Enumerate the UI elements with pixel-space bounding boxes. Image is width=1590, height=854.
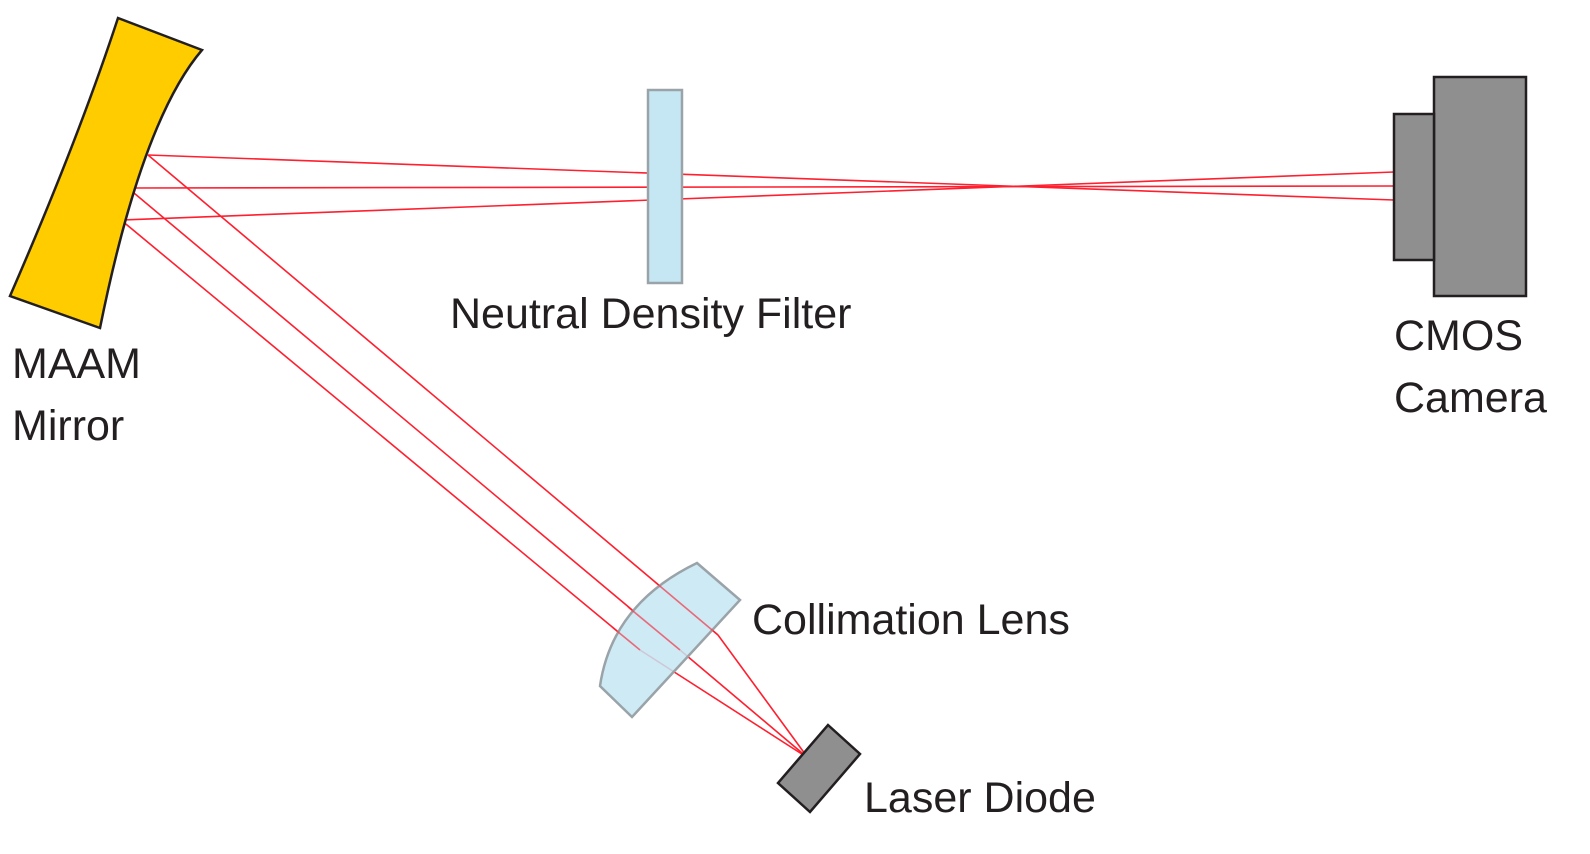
mirror-label-line2: Mirror: [12, 402, 124, 450]
beams-through-lens: [611, 581, 719, 651]
beam-diode-to-lens-upper: [717, 634, 809, 759]
beam-through-lens-lower: [611, 626, 641, 651]
maam-mirror-shape: [8, 16, 205, 330]
camera-label-line2: Camera: [1394, 374, 1547, 422]
beam-mirror-to-camera-upper: [147, 154, 1395, 201]
cmos-camera-shape: [1392, 75, 1528, 298]
lens-label: Collimation Lens: [752, 596, 1070, 644]
mirror-label-line1: MAAM: [12, 340, 141, 388]
laser-beams: [120, 154, 1395, 759]
beam-through-lens-upper: [654, 581, 719, 636]
laser-label: Laser Diode: [864, 774, 1096, 822]
beam-through-lens-center: [627, 606, 681, 651]
beam-lens-to-mirror-lower: [120, 219, 641, 651]
beam-mirror-to-camera-center: [127, 185, 1395, 189]
beam-lens-to-mirror-upper: [147, 154, 719, 636]
beam-diode-to-lens-center: [679, 649, 809, 759]
beam-mirror-to-camera-lower: [120, 171, 1395, 221]
collimation-lens-shape: [598, 561, 742, 719]
laser-diode-shape: [776, 723, 862, 814]
neutral-density-filter-shape: [646, 88, 684, 285]
camera-body: [1432, 75, 1528, 298]
beam-lens-to-mirror-center: [127, 187, 681, 651]
camera-sensor-mount: [1392, 112, 1436, 262]
camera-label-line1: CMOS: [1394, 312, 1523, 360]
filter-label: Neutral Density Filter: [450, 290, 851, 338]
